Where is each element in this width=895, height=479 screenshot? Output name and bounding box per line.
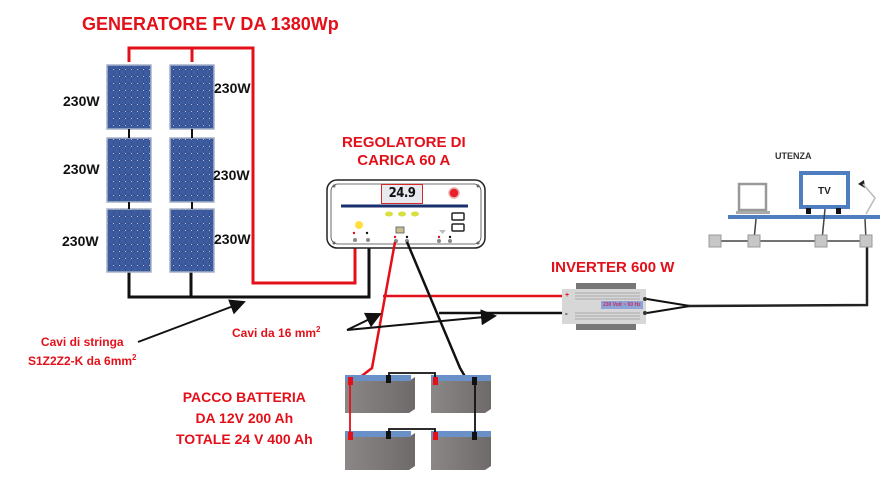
positive-string-wire <box>127 46 357 285</box>
outlet <box>747 234 761 248</box>
battery <box>345 375 415 413</box>
inverter-output-text: 230 Volt ~ 50 Hz <box>601 301 643 309</box>
panel-power-label: 230W <box>214 80 251 96</box>
diagram-title: GENERATORE FV DA 1380Wp <box>82 14 339 34</box>
battery-pack-label: PACCO BATTERIA DA 12V 200 Ah TOTALE 24 V… <box>176 387 313 450</box>
tv-label: TV <box>818 186 831 197</box>
pv-panels <box>106 64 215 273</box>
battery-pack-label-line1: PACCO BATTERIA <box>182 389 306 405</box>
loads-label: UTENZA <box>775 151 812 161</box>
laptop-icon <box>736 182 770 214</box>
pv-panel <box>169 64 215 130</box>
charge-controller-label-line1: REGOLATORE DI <box>342 134 466 151</box>
lamp-icon <box>858 180 876 215</box>
battery <box>431 431 491 470</box>
pv-panel <box>106 64 152 130</box>
panel-power-label: 230W <box>213 167 250 183</box>
inverter-label: INVERTER 600 W <box>551 259 675 276</box>
pv-panel <box>106 208 152 273</box>
pv-panel <box>169 208 215 273</box>
inverter-plus-sign: + <box>565 292 569 299</box>
power-outlets <box>708 234 873 248</box>
annotation-arrows <box>137 299 497 343</box>
charge-controller <box>326 179 486 249</box>
battery-cable-label-sup: 2 <box>316 325 321 334</box>
outlet <box>814 234 828 248</box>
outlet <box>708 234 722 248</box>
battery <box>345 431 415 470</box>
battery-pack <box>345 372 491 470</box>
negative-string-wire <box>127 240 371 299</box>
battery-cable-label-text: Cavi da 16 mm <box>232 326 317 340</box>
battery-pack-label-line2: DA 12V 200 Ah <box>195 410 294 426</box>
string-cable-label-sup: 2 <box>132 353 137 362</box>
shelf <box>728 215 880 219</box>
string-cable-label-line2: S1Z2Z2-K da 6mm <box>28 354 133 368</box>
battery-pack-label-line3: TOTALE 24 V 400 Ah <box>176 431 313 447</box>
charge-controller-display: 24.9 <box>381 184 423 204</box>
tv-icon: TV <box>799 171 850 214</box>
battery-negative-wire <box>405 241 565 386</box>
charge-controller-label-line2: CARICA 60 A <box>357 152 451 169</box>
inverter: + - <box>562 283 647 330</box>
inverter-minus-sign: - <box>565 309 568 318</box>
loads: TV <box>708 171 880 248</box>
panel-power-label: 230W <box>214 231 251 247</box>
pv-panel <box>106 137 152 203</box>
outlet <box>859 234 873 248</box>
panel-power-label: 230W <box>63 93 100 109</box>
charge-controller-label: REGOLATORE DI CARICA 60 A <box>342 134 466 170</box>
ac-output-wire <box>646 240 869 314</box>
battery-cable-label: Cavi da 16 mm2 <box>232 325 321 340</box>
string-cable-label: Cavi di stringa S1Z2Z2-K da 6mm2 <box>28 334 137 369</box>
pv-panel <box>169 137 215 203</box>
panel-power-label: 230W <box>63 161 100 177</box>
string-cable-label-line1: Cavi di stringa <box>40 335 124 349</box>
battery <box>431 375 491 413</box>
panel-power-label: 230W <box>62 233 99 249</box>
